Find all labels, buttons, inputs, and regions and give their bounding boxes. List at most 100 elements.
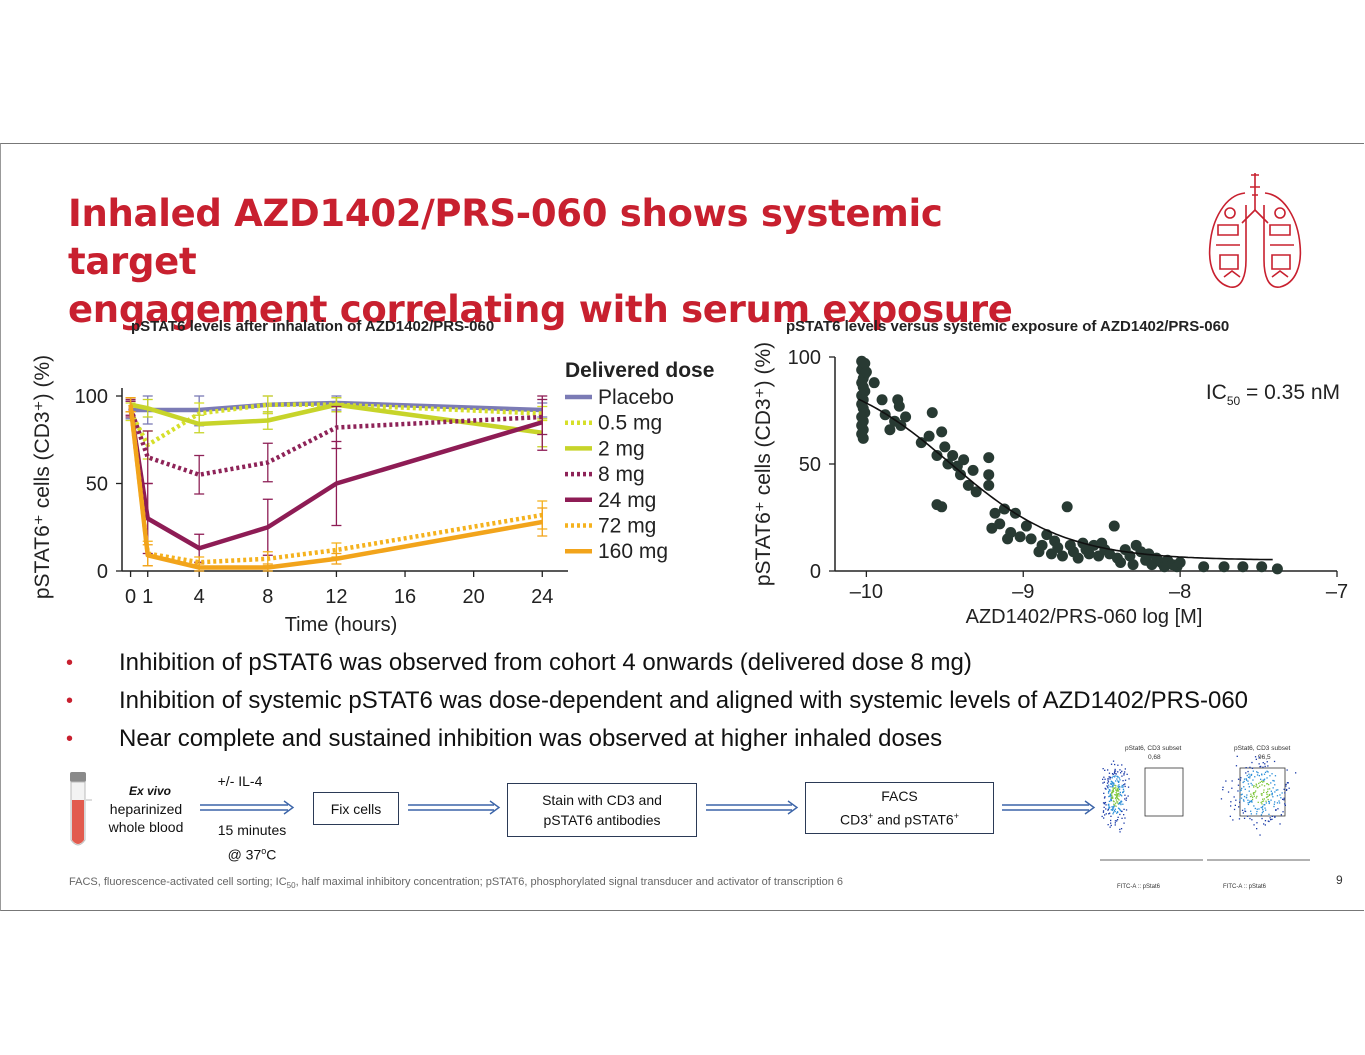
facs-dot <box>1244 808 1246 810</box>
facs-dot <box>1262 800 1265 802</box>
series-line <box>128 407 543 477</box>
facs-dot <box>1263 798 1265 800</box>
facs-dot <box>1284 792 1286 794</box>
facs-dot <box>1263 823 1265 825</box>
facs-dot <box>1119 828 1121 831</box>
facs-dot <box>1102 810 1105 812</box>
facs-dot <box>1271 773 1273 775</box>
facs-dot <box>1103 781 1105 783</box>
facs-dot <box>1255 784 1258 786</box>
facs-dot <box>1243 800 1245 802</box>
il4-label: +/- IL-4 <box>217 773 263 789</box>
facs-dot <box>1255 785 1257 788</box>
facs-dot <box>1117 764 1119 766</box>
facs-dot <box>1103 802 1106 804</box>
facs-dot <box>1270 790 1272 792</box>
facs-dot <box>1124 779 1127 781</box>
facs-dot <box>1126 773 1128 775</box>
facs-dot <box>1281 792 1283 794</box>
scatter-point <box>967 464 979 476</box>
facs-dot <box>1247 780 1249 782</box>
facs-dot <box>1274 816 1276 818</box>
blood-line-1: heparinized <box>109 801 183 817</box>
scatter-point <box>915 437 927 449</box>
facs-dot <box>1243 778 1246 780</box>
left-x-tick-label: 0 <box>125 586 136 608</box>
facs-dot <box>1114 763 1116 766</box>
facs-dot <box>1261 807 1264 809</box>
scatter-point <box>983 479 995 491</box>
facs-dot <box>1124 771 1126 773</box>
left-x-tick-label: 1 <box>142 586 153 608</box>
facs-dot <box>1273 760 1276 763</box>
facs-dot <box>1105 804 1107 806</box>
arrow-2 <box>408 800 501 815</box>
facs-dot <box>1251 767 1254 769</box>
facs-dot <box>1248 790 1250 792</box>
scatter-point <box>983 469 995 481</box>
facs-dot <box>1231 787 1233 789</box>
right-chart-fit-curve <box>858 398 1273 561</box>
facs-dot <box>1110 793 1112 795</box>
facs-dot <box>1123 822 1125 824</box>
facs-dot <box>1108 776 1110 778</box>
scatter-point <box>1127 559 1139 571</box>
facs-dot <box>1113 803 1115 805</box>
facs-dot <box>1121 795 1123 797</box>
facs-dot <box>1116 778 1118 780</box>
facs-dot <box>1110 800 1112 802</box>
scatter-point <box>1025 533 1037 545</box>
facs-dot <box>1268 800 1270 803</box>
facs-dot <box>1114 808 1116 810</box>
facs-dot <box>1127 795 1129 797</box>
facs-dot <box>1262 809 1264 811</box>
facs-dot <box>1237 790 1239 792</box>
facs-dot <box>1255 797 1257 799</box>
bullet-list: •Inhibition of pSTAT6 was observed from … <box>66 646 1356 760</box>
scatter-point <box>931 449 943 461</box>
facs-dot <box>1114 784 1116 786</box>
facs-dot <box>1253 805 1255 807</box>
facs-dot <box>1103 803 1106 805</box>
facs-dot <box>1233 808 1236 811</box>
facs-dot <box>1125 797 1128 799</box>
facs-dot <box>1276 795 1279 797</box>
facs-dot <box>1110 822 1112 824</box>
title-line-1: Inhaled AZD1402/PRS-060 shows systemic t… <box>68 192 943 283</box>
facs-dot <box>1120 810 1122 812</box>
facs-dot <box>1264 771 1267 773</box>
facs-dot <box>1274 775 1277 777</box>
right-y-tick-label: 50 <box>799 454 821 476</box>
facs-dot <box>1266 783 1268 785</box>
facs-dot <box>1114 824 1116 826</box>
facs-dot <box>1248 786 1250 788</box>
facs-dot <box>1249 775 1251 777</box>
facs-dot <box>1104 796 1106 798</box>
facs-dot <box>1256 771 1258 773</box>
facs-dot <box>1280 797 1282 799</box>
workflow-arrows <box>200 800 1096 815</box>
facs-dot <box>1103 792 1105 794</box>
facs-dot <box>1112 797 1114 799</box>
facs-dot <box>1257 801 1259 803</box>
facs-dot <box>1264 807 1266 809</box>
facs-dot <box>1262 762 1264 764</box>
fix-cells-box: Fix cells <box>313 792 399 825</box>
temp-label: @ 37oC <box>227 846 277 863</box>
scatter-point <box>1174 556 1186 568</box>
facs-dot <box>1120 786 1122 788</box>
facs-dot <box>1271 792 1273 794</box>
facs-dot <box>1247 803 1250 806</box>
series-line <box>128 404 543 565</box>
facs-dot <box>1285 783 1287 786</box>
facs-dot <box>1115 791 1117 794</box>
facs-dot <box>1123 808 1125 810</box>
facs-dot <box>1264 804 1266 806</box>
facs-dot <box>1247 770 1249 773</box>
facs-dot <box>1261 780 1263 782</box>
facs-dot <box>1117 798 1119 800</box>
facs-dot <box>1261 784 1263 786</box>
facs-dot <box>1116 796 1118 798</box>
facs-dot <box>1108 800 1111 802</box>
facs-dot <box>1116 790 1118 792</box>
